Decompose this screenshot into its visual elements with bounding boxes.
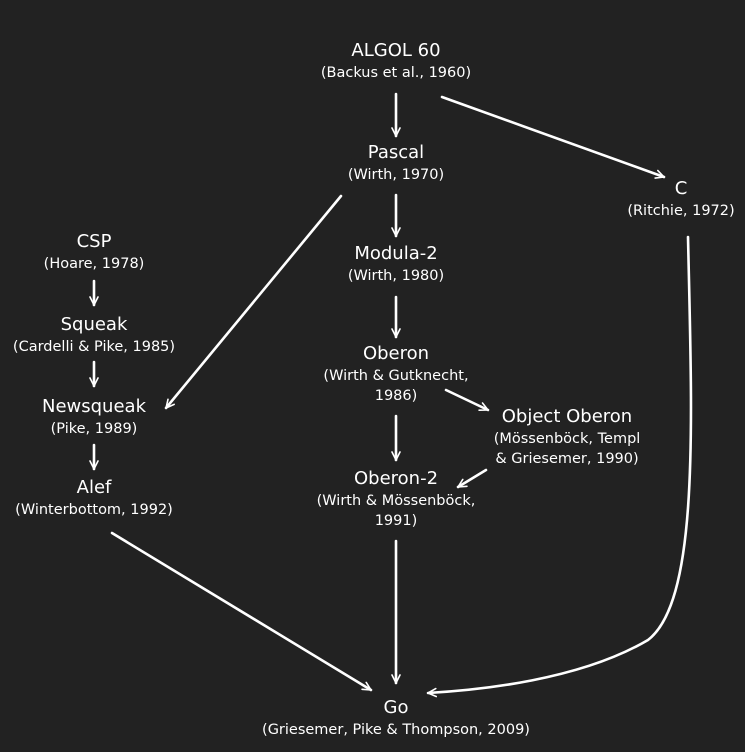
node-newsqueak: Newsqueak (Pike, 1989): [42, 396, 146, 439]
node-citation: (Backus et al., 1960): [321, 63, 471, 83]
node-citation: (Wirth & Gutknecht, 1986): [323, 366, 468, 406]
node-citation: (Hoare, 1978): [44, 254, 145, 274]
edge-oberon-to-objectoberon: [444, 388, 490, 412]
node-citation: (Wirth, 1970): [348, 165, 444, 185]
node-name: Newsqueak: [41, 396, 147, 417]
node-name: ALGOL 60: [351, 40, 441, 61]
node-oberon-2: Oberon-2 (Wirth & Mössenböck, 1991): [317, 468, 476, 531]
edge-c-to-go: [426, 235, 693, 698]
node-citation: (Cardelli & Pike, 1985): [13, 337, 175, 357]
citation-line: (Pike, 1989): [50, 421, 138, 437]
node-go: Go (Griesemer, Pike & Thompson, 2009): [262, 697, 530, 740]
node-name: Go: [383, 697, 409, 718]
node-csp: CSP (Hoare, 1978): [44, 231, 145, 274]
node-name: Pascal: [367, 142, 425, 163]
node-oberon: Oberon (Wirth & Gutknecht, 1986): [323, 343, 468, 406]
node-name: Modula-2: [354, 243, 438, 264]
edge-objectoberon-to-oberon2: [456, 468, 488, 489]
node-name: CSP: [76, 231, 112, 252]
node-algol-60: ALGOL 60 (Backus et al., 1960): [321, 40, 471, 83]
node-citation: (Wirth & Mössenböck, 1991): [317, 491, 476, 531]
citation-line: (Wirth & Mössenböck,: [316, 493, 476, 509]
citation-line: (Cardelli & Pike, 1985): [12, 339, 176, 355]
node-name: Oberon: [362, 343, 430, 364]
node-name: Squeak: [60, 314, 128, 335]
edge-algol-to-c: [440, 95, 666, 179]
node-modula-2: Modula-2 (Wirth, 1980): [348, 243, 444, 286]
edge-pascal-to-newsqueak: [164, 194, 343, 410]
node-name: Oberon-2: [353, 468, 439, 489]
node-citation: (Griesemer, Pike & Thompson, 2009): [262, 720, 530, 740]
node-pascal: Pascal (Wirth, 1970): [348, 142, 444, 185]
citation-line: 1986): [374, 388, 418, 404]
citation-line: (Winterbottom, 1992): [15, 502, 173, 518]
node-name: C: [674, 178, 688, 199]
citation-line: (Hoare, 1978): [43, 256, 145, 272]
citation-line: (Wirth, 1970): [347, 167, 445, 183]
node-citation: (Mössenböck, Templ & Griesemer, 1990): [494, 429, 641, 469]
citation-line: (Backus et al., 1960): [320, 65, 472, 81]
citation-line: (Griesemer, Pike & Thompson, 2009): [262, 722, 530, 738]
node-citation: (Wirth, 1980): [348, 266, 444, 286]
node-citation: (Winterbottom, 1992): [15, 500, 173, 520]
citation-line: & Griesemer, 1990): [495, 451, 639, 467]
edge-alef-to-go: [110, 531, 373, 692]
node-alef: Alef (Winterbottom, 1992): [15, 477, 173, 520]
node-citation: (Ritchie, 1972): [627, 201, 734, 221]
citation-line: (Wirth & Gutknecht,: [323, 368, 469, 384]
node-name: Alef: [76, 477, 112, 498]
citation-line: (Ritchie, 1972): [627, 203, 735, 219]
citation-line: (Mössenböck, Templ: [493, 431, 641, 447]
node-squeak: Squeak (Cardelli & Pike, 1985): [13, 314, 175, 357]
citation-line: (Wirth, 1980): [347, 268, 445, 284]
node-object-oberon: Object Oberon (Mössenböck, Templ & Gries…: [494, 406, 641, 469]
node-c: C (Ritchie, 1972): [627, 178, 734, 221]
node-citation: (Pike, 1989): [42, 419, 146, 439]
node-name: Object Oberon: [501, 406, 633, 427]
citation-line: 1991): [374, 513, 418, 529]
